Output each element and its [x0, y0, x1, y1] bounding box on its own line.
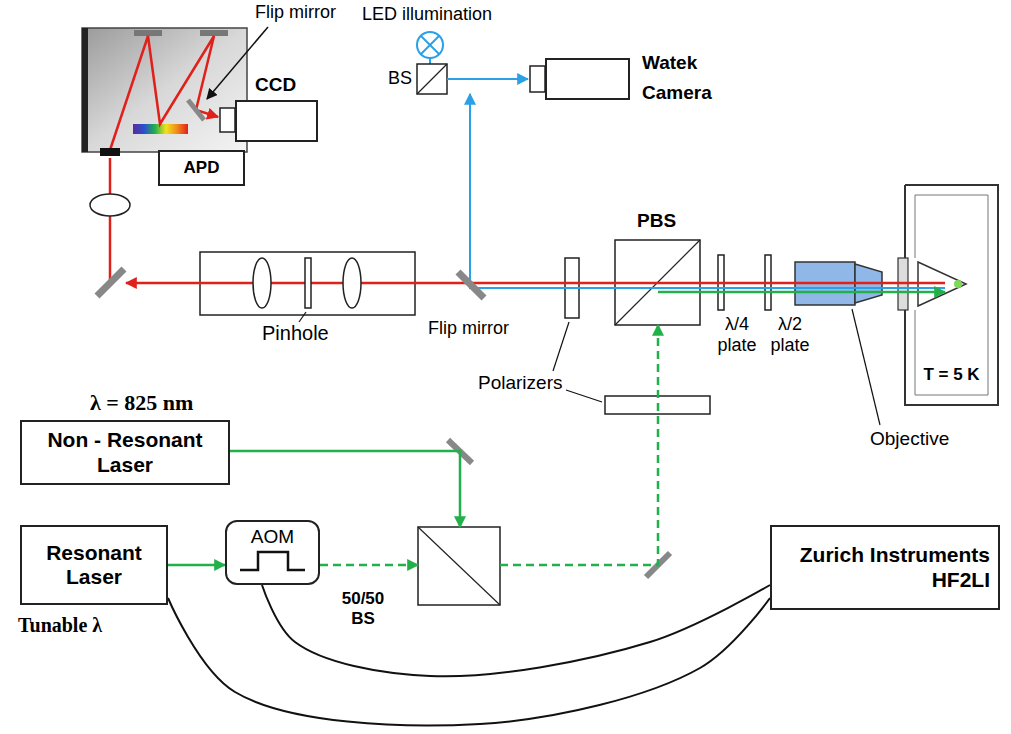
box-label: Non - Resonant Laser — [40, 428, 210, 476]
cryostat — [898, 185, 998, 405]
part-label: Flip mirror — [428, 318, 509, 339]
pbs-cube: PBS — [615, 240, 700, 325]
pinhole-plate — [305, 258, 311, 308]
part-label: Polarizers — [478, 372, 562, 394]
wavelength-label: λ = 825 nm — [90, 390, 193, 415]
laser-beam — [230, 451, 460, 527]
beam-splitter — [417, 64, 447, 94]
part-label: λ/4 plate — [712, 314, 762, 355]
leader-line — [566, 390, 602, 402]
part-name: PBS — [637, 210, 676, 232]
red-beam — [109, 158, 112, 283]
part-name: T = 5 K — [910, 365, 993, 385]
camera-front — [530, 66, 545, 92]
watek-camera: Watek Camera — [545, 58, 630, 100]
spectrometer — [82, 28, 247, 156]
part-name: CCD — [255, 74, 296, 96]
green-beam — [658, 291, 945, 294]
box-label: APD — [184, 158, 220, 178]
leader-line — [299, 312, 306, 322]
cryostat: T = 5 K — [905, 185, 998, 405]
laser-beam — [168, 564, 225, 567]
laser-box: Non - Resonant Laser — [20, 420, 230, 485]
beam-splitter-cube: 50/50 BS — [418, 527, 500, 605]
tunable-label: Tunable λ — [18, 614, 102, 637]
flip-mirror — [458, 272, 484, 298]
red-beam — [126, 282, 945, 285]
lock-in-amplifier: Zurich Instruments HF2LI — [770, 525, 1000, 610]
beam-splitter-cube — [418, 527, 500, 605]
signal-cable — [168, 598, 770, 726]
leader-line — [852, 309, 880, 425]
blue-beam — [470, 94, 945, 288]
part-label: Pinhole — [262, 322, 329, 345]
ccd-camera: CCD — [235, 100, 318, 142]
part-name: 50/50 BS — [333, 589, 393, 628]
lens — [90, 194, 130, 216]
aom-modulator: AOM — [225, 520, 320, 585]
square-wave-symbol — [240, 552, 305, 570]
box-label: Resonant Laser — [34, 541, 154, 589]
led-lamp — [417, 32, 443, 58]
apd-detector: APD — [158, 150, 245, 186]
signal-cable — [262, 585, 770, 676]
part-label: LED illumination — [362, 4, 492, 25]
part-label: Objective — [870, 428, 949, 450]
lens — [343, 258, 361, 308]
leader-line — [553, 322, 569, 371]
blue-beam — [447, 78, 528, 80]
ccd-front — [220, 108, 235, 132]
part-label: BS — [388, 68, 412, 89]
lens — [253, 258, 271, 308]
laser-beam — [320, 564, 418, 567]
part-label: Flip mirror — [255, 2, 336, 23]
part-label: λ/2 plate — [765, 314, 815, 355]
laser-beam — [500, 325, 658, 565]
box-label: AOM — [251, 526, 294, 548]
mirror — [97, 269, 124, 296]
box-label: Zurich Instruments HF2LI — [780, 543, 990, 591]
part-name: Watek Camera — [642, 48, 722, 108]
laser-box: Resonant Laser — [20, 525, 168, 605]
